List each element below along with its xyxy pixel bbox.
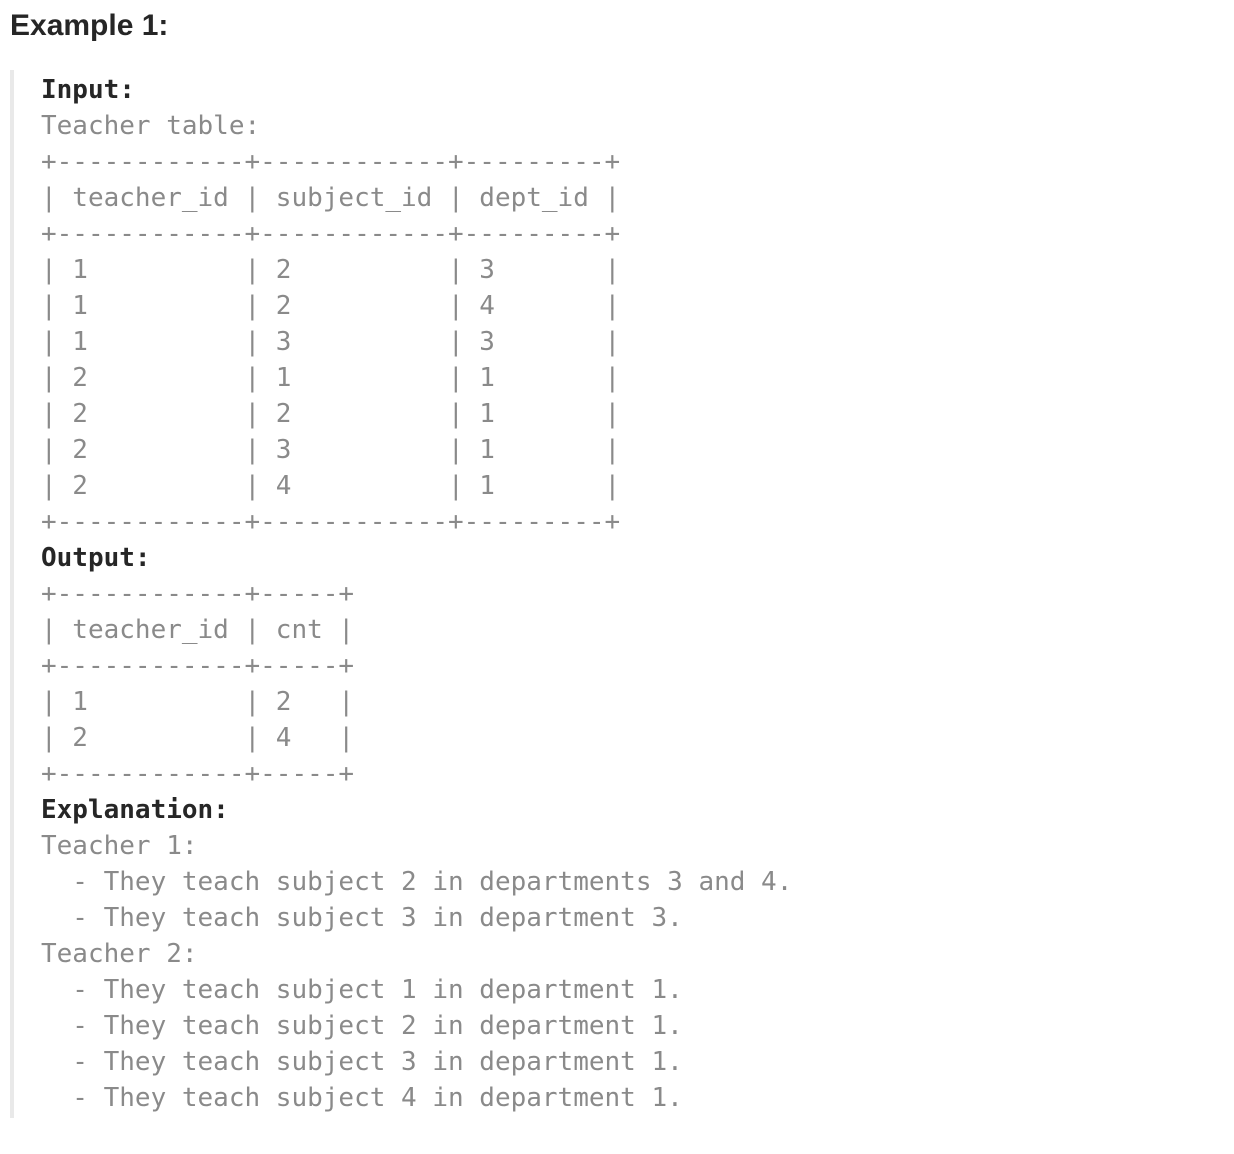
example-heading: Example 1: [10,9,169,42]
input-content: Teacher table: +------------+-----------… [41,111,621,537]
output-label: Output: [41,543,151,573]
output-content: +------------+-----+ | teacher_id | cnt … [41,579,355,789]
explanation-content: Teacher 1: - They teach subject 2 in dep… [41,831,793,1113]
example-code-block: Input: Teacher table: +------------+----… [10,70,1224,1118]
explanation-label: Explanation: [41,795,229,825]
input-label: Input: [41,75,135,105]
